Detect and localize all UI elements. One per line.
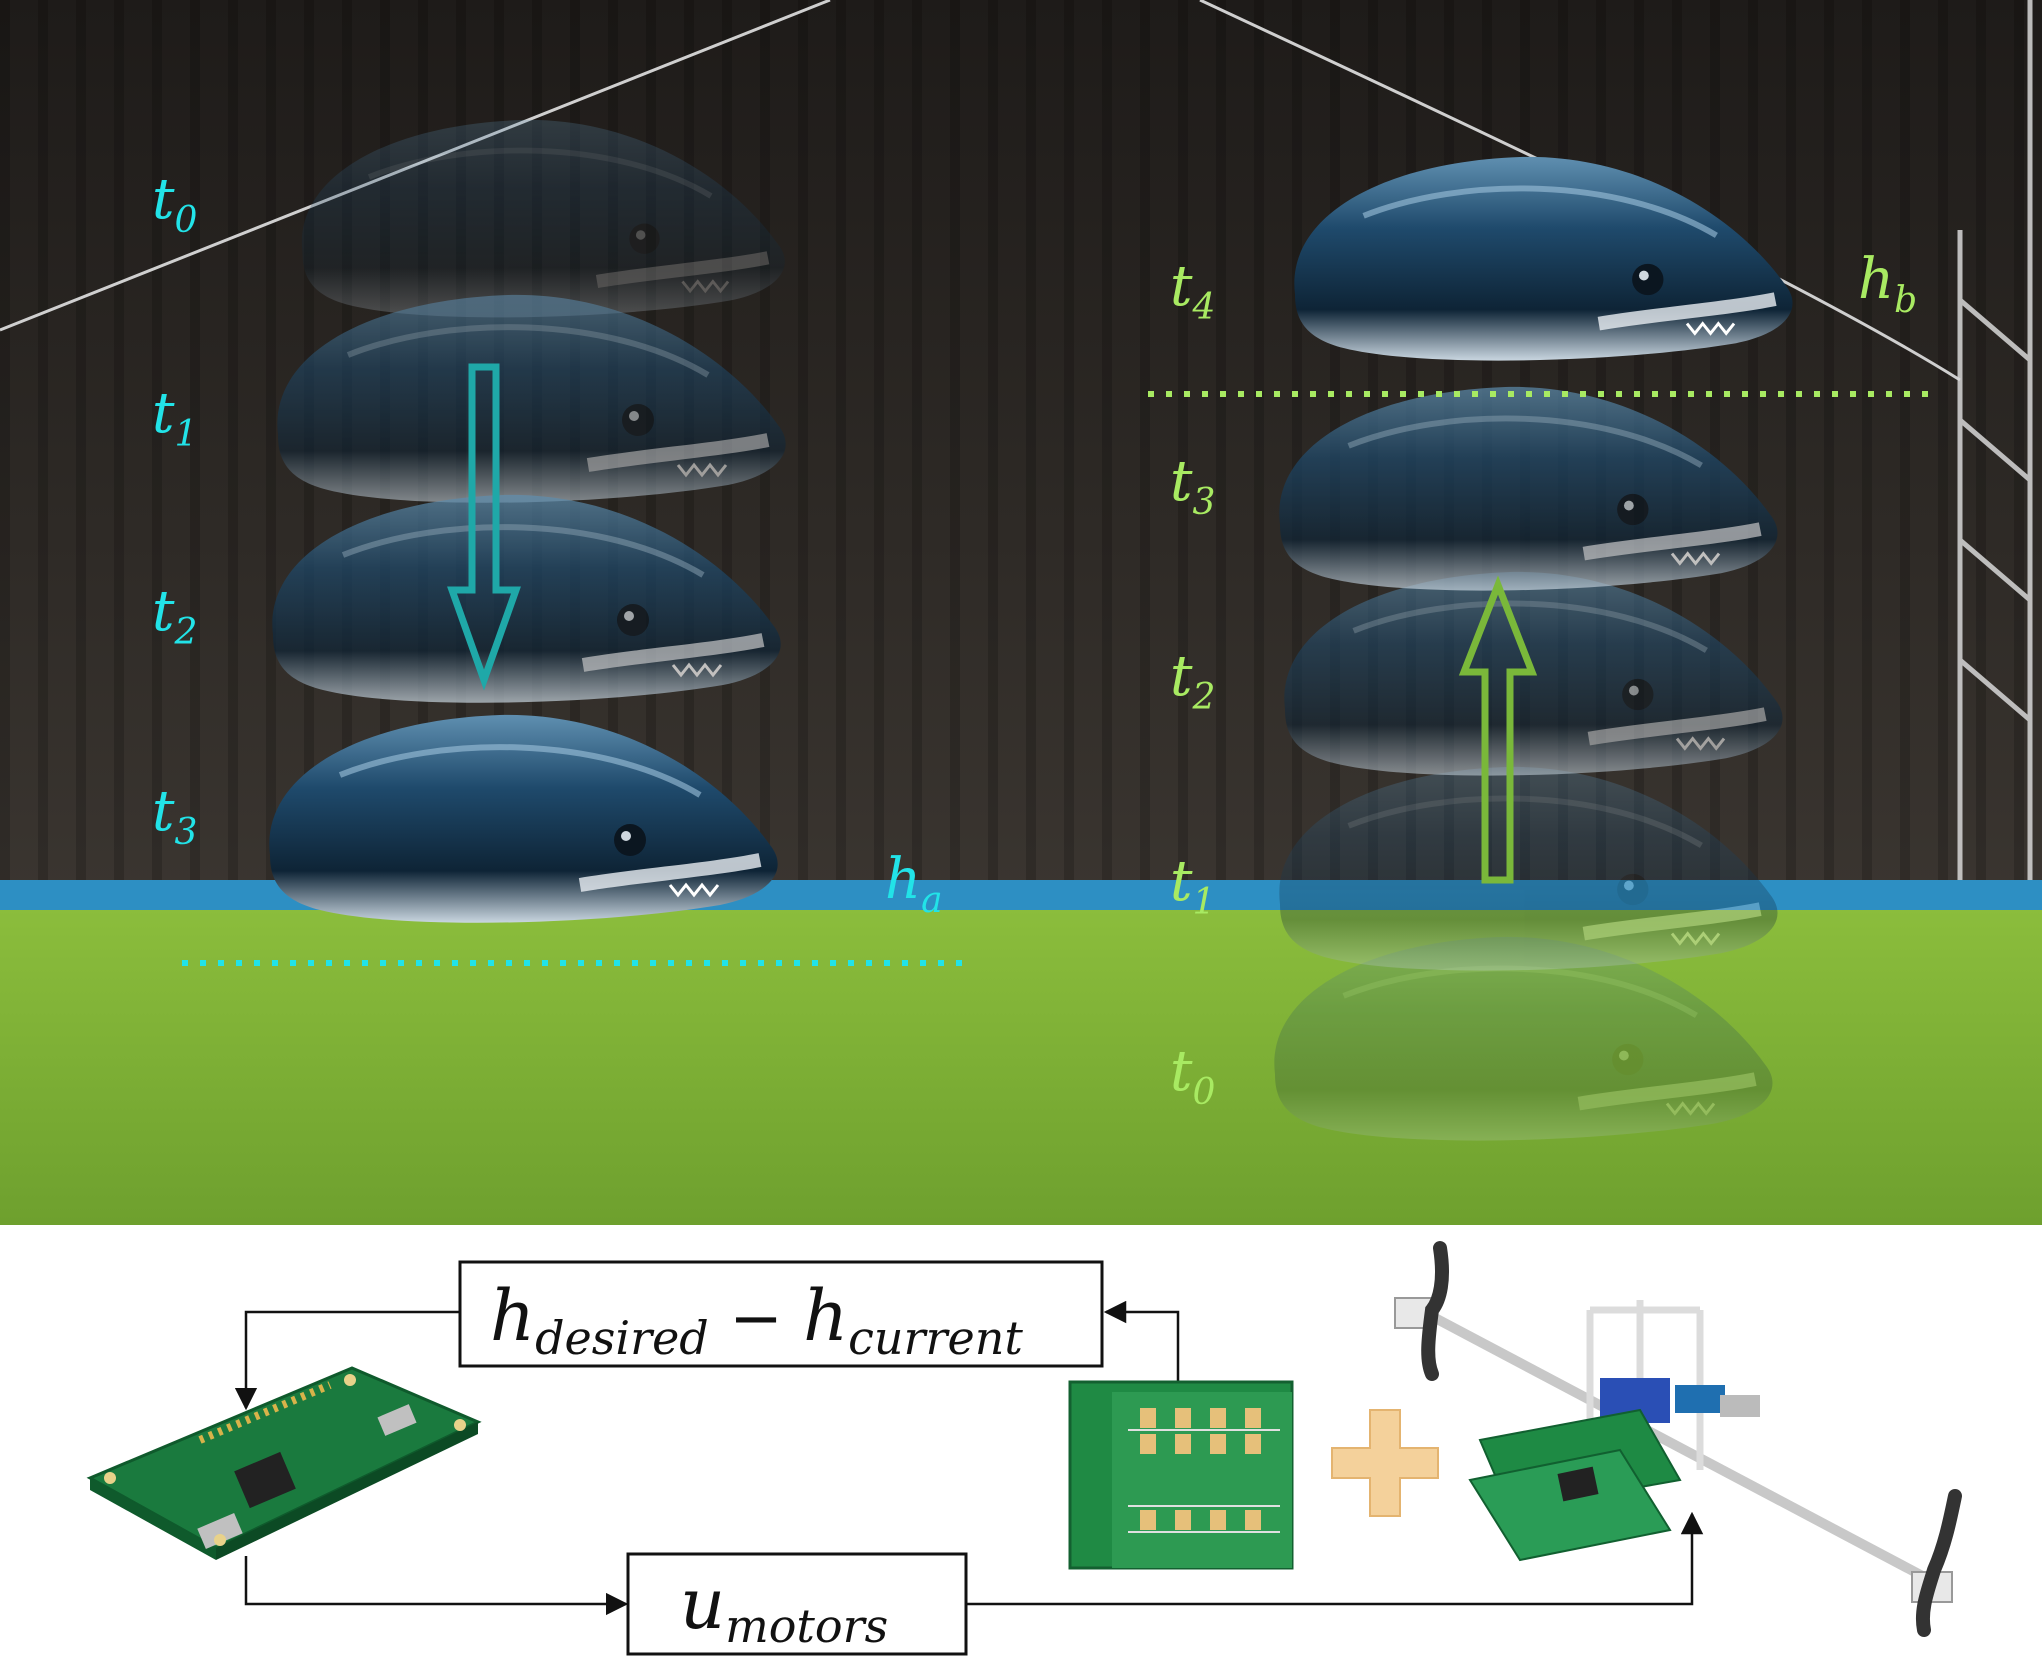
arrow-pi-to-control [244,1556,629,1616]
photo-background [0,0,2042,1225]
left-time-labels: t0 t1 t2 t3 ha [152,167,943,921]
arrow-up-icon [1458,575,1538,884]
label-right-t1: t1 [1170,849,1215,923]
label-hb: hb [1858,247,1917,321]
arrow-radar-to-feedback [1103,1300,1180,1382]
left-shark-sequence [182,120,962,966]
label-ha: ha [885,847,943,921]
radar-board-icon [1068,1380,1294,1570]
label-left-t2: t2 [152,579,197,653]
feedback-expression: hdesired − hcurrent [490,1275,1023,1365]
arrow-control-to-drone [966,1511,1704,1606]
label-left-t3: t3 [152,779,197,853]
right-shark-sequence [1148,157,1930,1141]
label-right-t4: t4 [1170,254,1215,328]
control-box [626,1552,968,1656]
plus-icon [1331,1409,1439,1517]
label-left-t1: t1 [152,381,197,455]
control-loop-diagram: hdesired − hcurrent umotors [86,1241,1962,1656]
arrow-down-icon [447,363,521,691]
label-left-t0: t0 [152,167,197,241]
control-expression: umotors [680,1563,888,1653]
label-right-t0: t0 [1170,1039,1215,1113]
feedback-box [458,1260,1104,1368]
drone-assembly-icon [1394,1241,1962,1637]
raspberry-pi-board-icon [86,1366,482,1560]
label-right-t3: t3 [1170,449,1215,523]
arrow-feedback-to-pi [234,1310,460,1411]
right-time-labels: t4 t3 t2 t1 t0 hb [1170,247,1917,1113]
scaffold-tower [1957,0,2033,880]
label-right-t2: t2 [1170,644,1215,718]
